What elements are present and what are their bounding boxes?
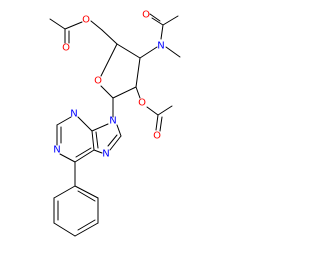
bonds: [49, 13, 181, 237]
bond-c-amide-o-2: [149, 13, 161, 22]
atom-o-ester-right-link: O: [138, 98, 146, 109]
bond-n1-c6: [59, 153, 76, 163]
bond-c8-n7: [109, 135, 122, 151]
bond-c3-c2: [135, 57, 141, 88]
bond-n-ch3: [165, 46, 181, 58]
atom-o-ester-right-carbonyl: O: [153, 131, 161, 142]
bond-phenyl-3: [74, 222, 99, 237]
bond-c-ester-right-o-2: [159, 116, 163, 132]
bond-c1-o: [100, 85, 114, 99]
bond-c4-n3: [77, 116, 93, 132]
bond-ch2-ring: [101, 29, 118, 45]
atom-n-purine-9: N: [109, 116, 116, 127]
atom-n-purine-1: N: [53, 145, 60, 156]
bond-c-amide-o: [151, 17, 164, 26]
bond-n9-c8: [116, 124, 122, 137]
bond-o-c-ester-right: [146, 106, 159, 116]
bond-c6-c5-2: [75, 147, 92, 158]
bond-phenyl-inner-1: [77, 190, 96, 202]
bond-o-ch2-top: [90, 20, 103, 31]
bond-ch3-c-top: [49, 18, 66, 30]
bond-c2-c1: [112, 86, 137, 99]
bond-phenyl-1: [74, 185, 99, 199]
bond-o-c4: [100, 43, 118, 77]
bond-c8-n7-2: [107, 134, 118, 147]
bond-c6-c5: [74, 149, 95, 163]
atom-n-amide: N: [157, 41, 164, 52]
bond-phenyl-4: [53, 222, 76, 237]
bond-c2-o-link: [135, 86, 141, 99]
bond-phenyl-6: [53, 185, 76, 199]
bond-c-ester-right-o: [155, 114, 159, 131]
bond-c-amide-ch3: [162, 15, 179, 26]
atom-o-ester-top-carbonyl: O: [62, 43, 70, 54]
bond-c-o-link-top: [64, 21, 83, 30]
atom-o-ring: O: [94, 76, 102, 87]
bond-c4-c5-2: [95, 131, 99, 149]
chemical-structure: O O O N O O O N N N N: [49, 10, 181, 237]
atom-n-purine-7: N: [102, 149, 109, 160]
bond-c4-c3: [116, 43, 141, 59]
bond-n3-c2: [56, 116, 72, 126]
atom-labels: O O O N O O O N N N N: [53, 10, 164, 160]
bond-c4-c5: [91, 130, 95, 151]
bond-n9-c4: [91, 123, 109, 132]
atom-o-ester-top-link: O: [82, 15, 90, 26]
bond-phenyl-inner-2: [77, 219, 96, 231]
bond-n-c-amide: [160, 24, 164, 40]
bond-c3-n: [139, 46, 158, 59]
bond-c-ester-right-ch3: [157, 105, 173, 116]
atom-n-purine-3: N: [70, 109, 77, 120]
atom-o-amide-carbonyl: O: [142, 10, 150, 21]
bond-n7-c5: [93, 149, 103, 154]
